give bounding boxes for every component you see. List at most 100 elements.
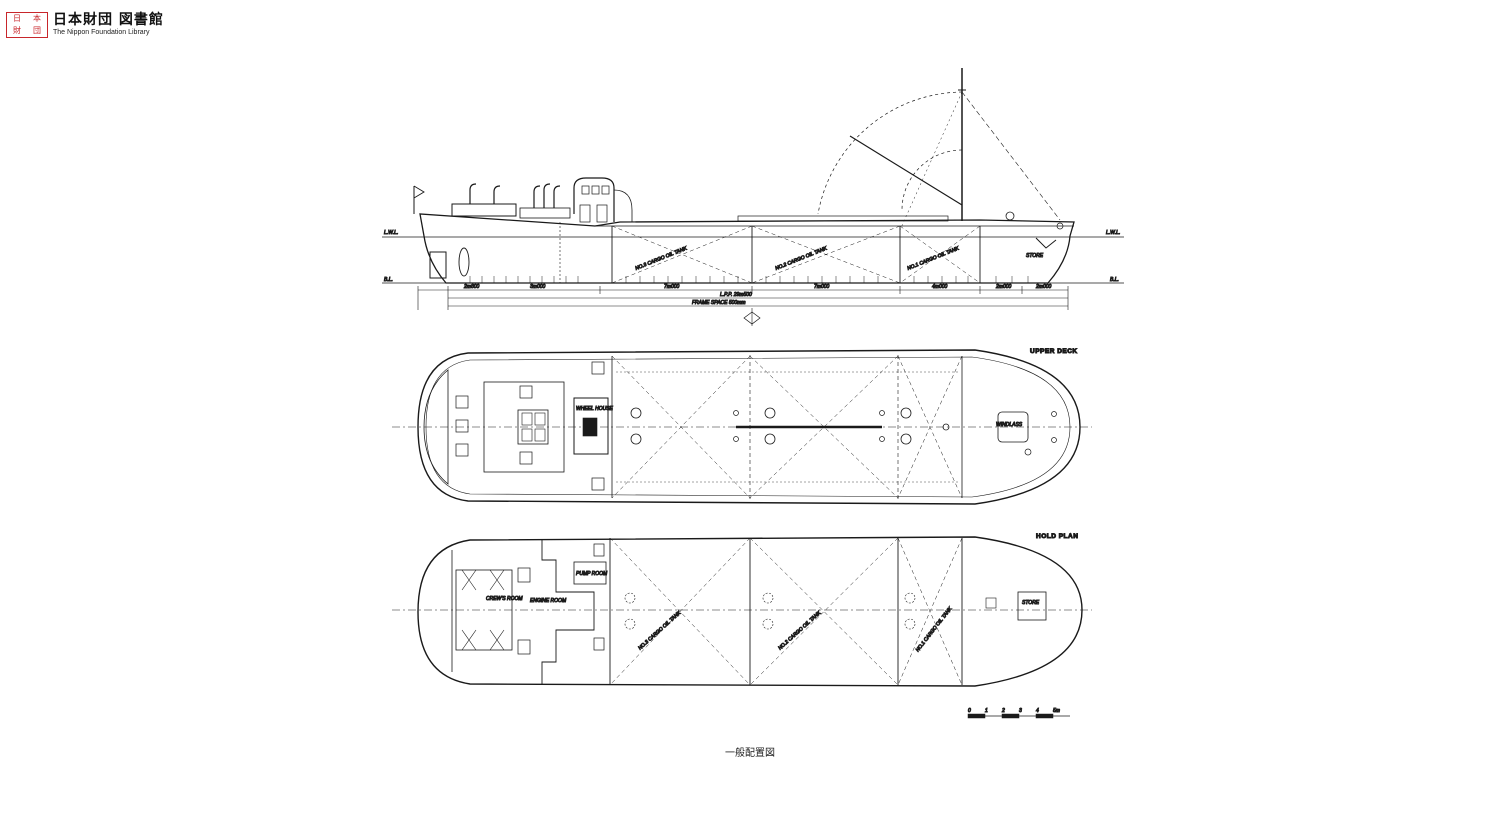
seal-char: 日 [13,14,21,23]
hawse-pipe [1056,222,1064,230]
poop-house [451,203,517,217]
vent-pipe-icon [733,436,739,442]
skylight-panel [534,428,546,442]
dim-label: 2m000 [1035,284,1052,290]
bunk-symbols [461,569,505,651]
forestay [961,91,1061,221]
scale-tick-label: 0 [968,708,971,714]
upper-deck-title: UPPER DECK [1030,348,1078,355]
hold-cross-bracing [609,537,963,686]
boom-topping-lift [899,91,963,231]
bollard-icon [1024,448,1032,456]
hatch-icon [455,395,469,409]
tank1-label: NO.1 CARGO OIL TANK [907,245,961,271]
window-icon [591,185,600,195]
suction-icon [762,592,774,604]
vent-pipe-icon [879,436,885,442]
hawse-icon [1051,437,1057,443]
crews-room [455,569,513,651]
suction-icon [904,592,916,604]
tank-hatch-icon [900,433,912,445]
scale-tick-label: 4 [1036,708,1039,714]
seal-char: 財 [13,26,21,35]
crews-room-label: CREW'S ROOM [486,596,523,602]
door-icon [579,204,591,223]
windlass-plan-icon [997,411,1029,443]
dim-label: 4m000 [932,284,948,290]
wheel-house-plan [573,397,609,455]
vent-pipe-icon [879,410,885,416]
vent-box-icon [591,477,605,491]
vent-icon [533,185,541,208]
vent-box-icon [519,451,533,465]
flag-icon [413,185,425,199]
vent-pipe-icon [733,410,739,416]
hatch-icon [455,419,469,433]
suction-icon [904,618,916,630]
propeller-icon [458,247,470,277]
vent-icon [543,183,551,208]
tank2-cross [751,225,901,284]
engine-casing [519,207,571,219]
boom-swing-arc [817,91,963,215]
scale-bar: 0 1 2 3 4 5m [967,708,1070,719]
hold-tank2-label: NO.2 CARGO OIL TANK [777,610,822,652]
windlass-label: WINDLASS [996,422,1023,428]
fore-store [1017,591,1047,621]
upper-deck-inner-outline [425,356,1071,498]
tank-hatch-icon [630,433,642,445]
engine-room-label: ENGINE ROOM [530,598,567,604]
window-icon [581,185,590,195]
drawing-caption: 一般配置図 [725,748,775,759]
vent-box-icon [591,361,605,375]
seal-char: 本 [33,14,41,23]
brand-text: 日本財団 図書館 The Nippon Foundation Library [53,13,164,37]
dimension-ticks [417,286,1069,310]
dim-label: 7m000 [814,284,830,290]
dim-label: 2m800 [463,284,480,290]
library-seal-icon: 日 本 財 団 [6,12,48,38]
bl-label-left: B.L. [384,277,393,283]
frame-space-label: FRAME SPACE 500mm [692,300,746,306]
fore-store-label: STORE [1022,600,1040,606]
tank-hatch-icon [900,407,912,419]
scale-tick-label: 5m [1053,708,1060,714]
scale-tick-label: 3 [1019,708,1022,714]
upper-deck-outline [417,349,1081,505]
vent-icon [493,185,501,204]
wheel-house-label: WHEEL HOUSE [576,406,614,412]
tank-hatch-icon [630,407,642,419]
hull-outline [419,213,1075,284]
bridge-wing [613,189,633,222]
tank3-cross [611,225,753,284]
poop-deck-fantail [423,369,449,485]
dim-label: 2m000 [995,284,1012,290]
hold-plan-title: HOLD PLAN [1036,533,1078,540]
engine-equipment-icon [517,567,531,583]
dim-label: 7m000 [664,284,680,290]
scale-segment [1035,713,1054,719]
anchor-icon [1035,237,1057,249]
vent-box-icon [593,543,605,557]
seal-char: 団 [33,26,41,35]
hold-tank3-label: NO.3 CARGO OIL TANK [637,610,682,652]
tank3-label: NO.3 CARGO OIL TANK [635,245,689,271]
hawse-icon [1051,411,1057,417]
hold-plan: CREW'S ROOM ENGINE ROOM PUMP ROOM NO.3 C… [392,533,1092,687]
boom-swing-arc-inner [901,149,963,211]
scale-segment [1001,713,1020,719]
vent-icon [553,185,561,208]
vent-box-icon [593,637,605,651]
pump-room [573,561,607,585]
brand-name-en: The Nippon Foundation Library [53,29,150,36]
scale-segment [967,713,986,719]
suction-icon [624,618,636,630]
nippon-foundation-logo: 日 本 財 団 日本財団 図書館 The Nippon Foundation L… [6,12,164,38]
tank-hatch-icon [764,433,776,445]
hold-tank1-label: NO.1 CARGO OIL TANK [915,606,954,654]
lwl-label-right: L.W.L. [1106,230,1120,236]
mast-step-icon [942,423,950,431]
tank-hatch-icon [764,407,776,419]
brand-name-jp: 日本財団 図書館 [53,12,164,28]
